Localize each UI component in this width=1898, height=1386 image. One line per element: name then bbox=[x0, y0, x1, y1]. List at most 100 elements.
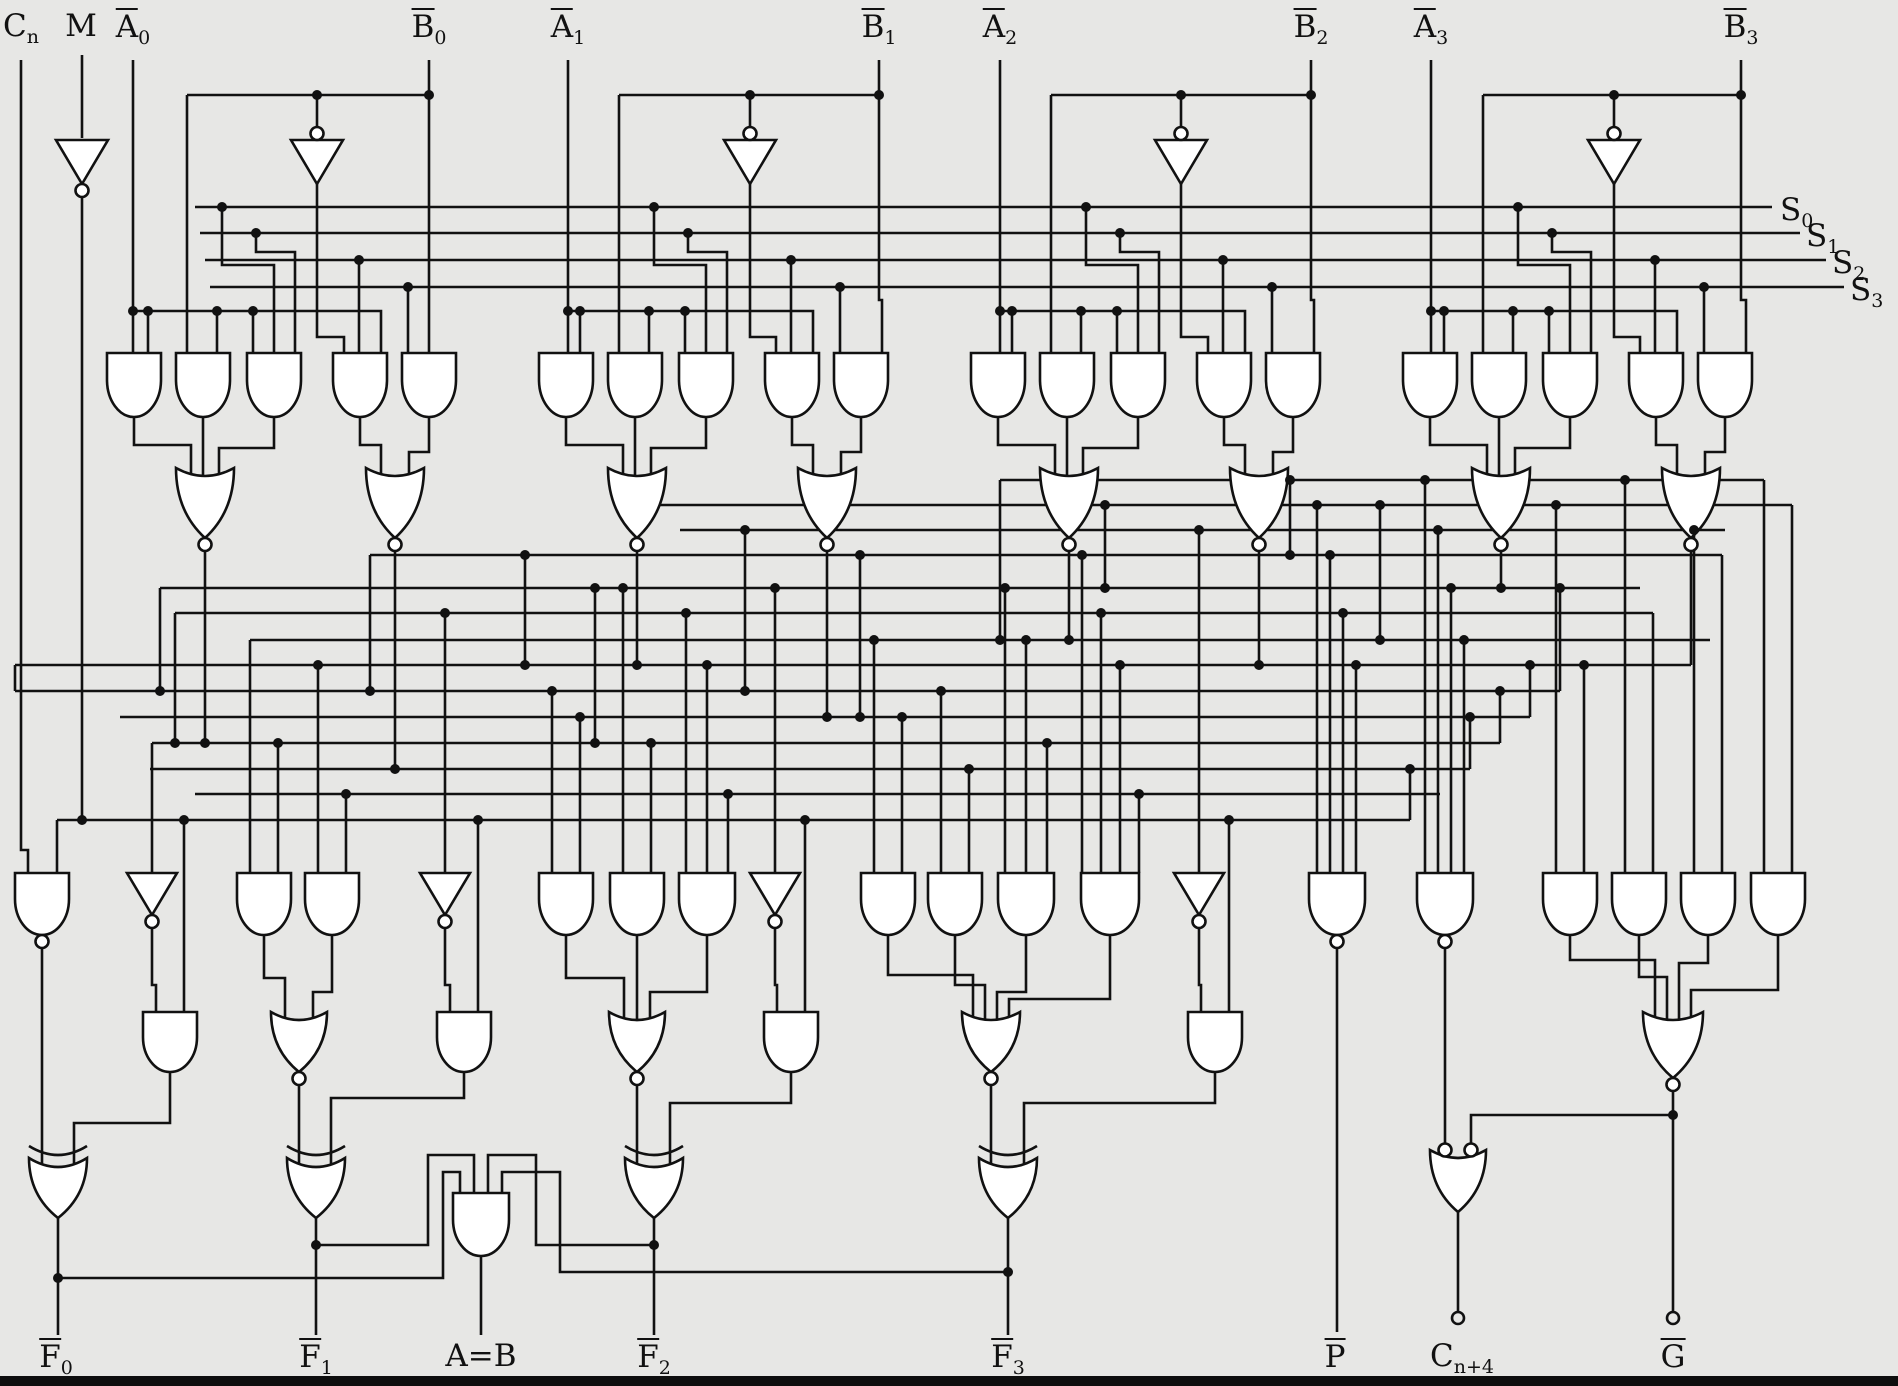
junction-dot bbox=[1115, 228, 1125, 238]
junction-dot bbox=[702, 660, 712, 670]
wire bbox=[315, 184, 346, 353]
inverter-bubble bbox=[309, 125, 325, 142]
and-gate bbox=[996, 871, 1056, 937]
inverter-bubble bbox=[629, 536, 645, 553]
junction-dot bbox=[1579, 660, 1589, 670]
wire bbox=[1654, 417, 1679, 482]
open-terminal bbox=[1665, 1310, 1681, 1326]
output-label-aeqb: A=B bbox=[445, 1338, 517, 1374]
and-gate bbox=[1679, 871, 1737, 937]
nor-gate bbox=[1641, 1009, 1705, 1080]
junction-dot bbox=[1609, 90, 1619, 100]
output-label-p: P bbox=[1324, 1338, 1346, 1375]
junction-dot bbox=[897, 712, 907, 722]
junction-dot bbox=[1736, 90, 1746, 100]
wire bbox=[1179, 184, 1210, 353]
junction-dot bbox=[1405, 764, 1415, 774]
junction-dot bbox=[1218, 255, 1228, 265]
junction-dot bbox=[212, 306, 222, 316]
junction-dot bbox=[964, 764, 974, 774]
wire bbox=[19, 60, 30, 873]
nor-gate bbox=[1470, 465, 1532, 540]
inverter bbox=[417, 871, 473, 918]
and-gate bbox=[1541, 871, 1599, 937]
wire bbox=[1637, 935, 1669, 1026]
junction-dot bbox=[680, 306, 690, 316]
junction-dot bbox=[1096, 608, 1106, 618]
wire bbox=[1612, 184, 1642, 353]
junction-dot bbox=[681, 608, 691, 618]
inverter-bubble bbox=[437, 913, 453, 930]
wire bbox=[648, 935, 709, 1026]
wire bbox=[329, 1072, 466, 1168]
xor-input-arc bbox=[28, 1144, 88, 1157]
wire bbox=[1197, 928, 1203, 1026]
input-label-m: M bbox=[65, 8, 97, 44]
and-gate bbox=[1470, 351, 1528, 419]
inverter bbox=[124, 871, 180, 918]
nor-gate bbox=[606, 465, 668, 540]
and-gate bbox=[762, 1010, 820, 1074]
junction-dot bbox=[1547, 228, 1557, 238]
and-gate bbox=[1610, 871, 1668, 937]
inverter-bubble bbox=[1251, 536, 1267, 553]
junction-dot bbox=[1306, 90, 1316, 100]
and-gate bbox=[451, 1191, 511, 1258]
junction-dot bbox=[1000, 583, 1010, 593]
inverter-bubble bbox=[1606, 125, 1622, 142]
wire bbox=[262, 935, 287, 1026]
xor-input-arc bbox=[624, 1144, 684, 1157]
junction-dot bbox=[649, 1240, 659, 1250]
wire bbox=[1271, 417, 1295, 482]
junction-dot bbox=[800, 815, 810, 825]
and-gate bbox=[763, 351, 821, 419]
junction-dot bbox=[1351, 660, 1361, 670]
inverter-bubble bbox=[144, 913, 160, 930]
output-label-f2: F2 bbox=[637, 1338, 671, 1380]
junction-dot bbox=[179, 815, 189, 825]
junction-dot bbox=[1544, 306, 1554, 316]
and-gate bbox=[400, 351, 458, 419]
junction-dot bbox=[835, 282, 845, 292]
xor-input-arc bbox=[978, 1144, 1038, 1157]
inverter-bubble bbox=[742, 125, 758, 142]
wire bbox=[748, 184, 778, 353]
inverter-bubble bbox=[1463, 1142, 1479, 1158]
inverter bbox=[747, 871, 803, 918]
and-gate bbox=[1401, 351, 1459, 419]
junction-dot bbox=[1375, 635, 1385, 645]
wire bbox=[132, 417, 193, 482]
and-gate bbox=[1109, 351, 1167, 419]
junction-dot bbox=[251, 228, 261, 238]
junction-dot bbox=[683, 228, 693, 238]
junction-dot bbox=[354, 255, 364, 265]
junction-dot bbox=[311, 1240, 321, 1250]
junction-dot bbox=[1081, 202, 1091, 212]
nand-gate bbox=[13, 871, 71, 937]
wire bbox=[486, 1153, 654, 1247]
junction-dot bbox=[1134, 789, 1144, 799]
junction-dot bbox=[1076, 306, 1086, 316]
junction-dot bbox=[646, 738, 656, 748]
inverter bbox=[1585, 138, 1643, 187]
junction-dot bbox=[170, 738, 180, 748]
junction-dot bbox=[855, 550, 865, 560]
input-label-cn: Cn bbox=[3, 8, 39, 49]
input-label-b0: B0 bbox=[411, 8, 447, 50]
input-label-a2: A2 bbox=[982, 8, 1018, 50]
wire bbox=[649, 417, 708, 482]
junction-dot bbox=[1551, 500, 1561, 510]
junction-dot bbox=[869, 635, 879, 645]
wire bbox=[1118, 233, 1161, 353]
junction-dot bbox=[77, 815, 87, 825]
wire bbox=[311, 935, 334, 1026]
wire bbox=[564, 935, 626, 1026]
junction-dot bbox=[1267, 282, 1277, 292]
junction-dot bbox=[740, 525, 750, 535]
and-gate bbox=[677, 871, 737, 937]
junction-dot bbox=[644, 306, 654, 316]
input-label-b1: B1 bbox=[861, 8, 897, 50]
and-gate bbox=[537, 351, 595, 419]
inverter-bubble bbox=[1173, 125, 1189, 142]
junction-dot bbox=[1620, 475, 1630, 485]
